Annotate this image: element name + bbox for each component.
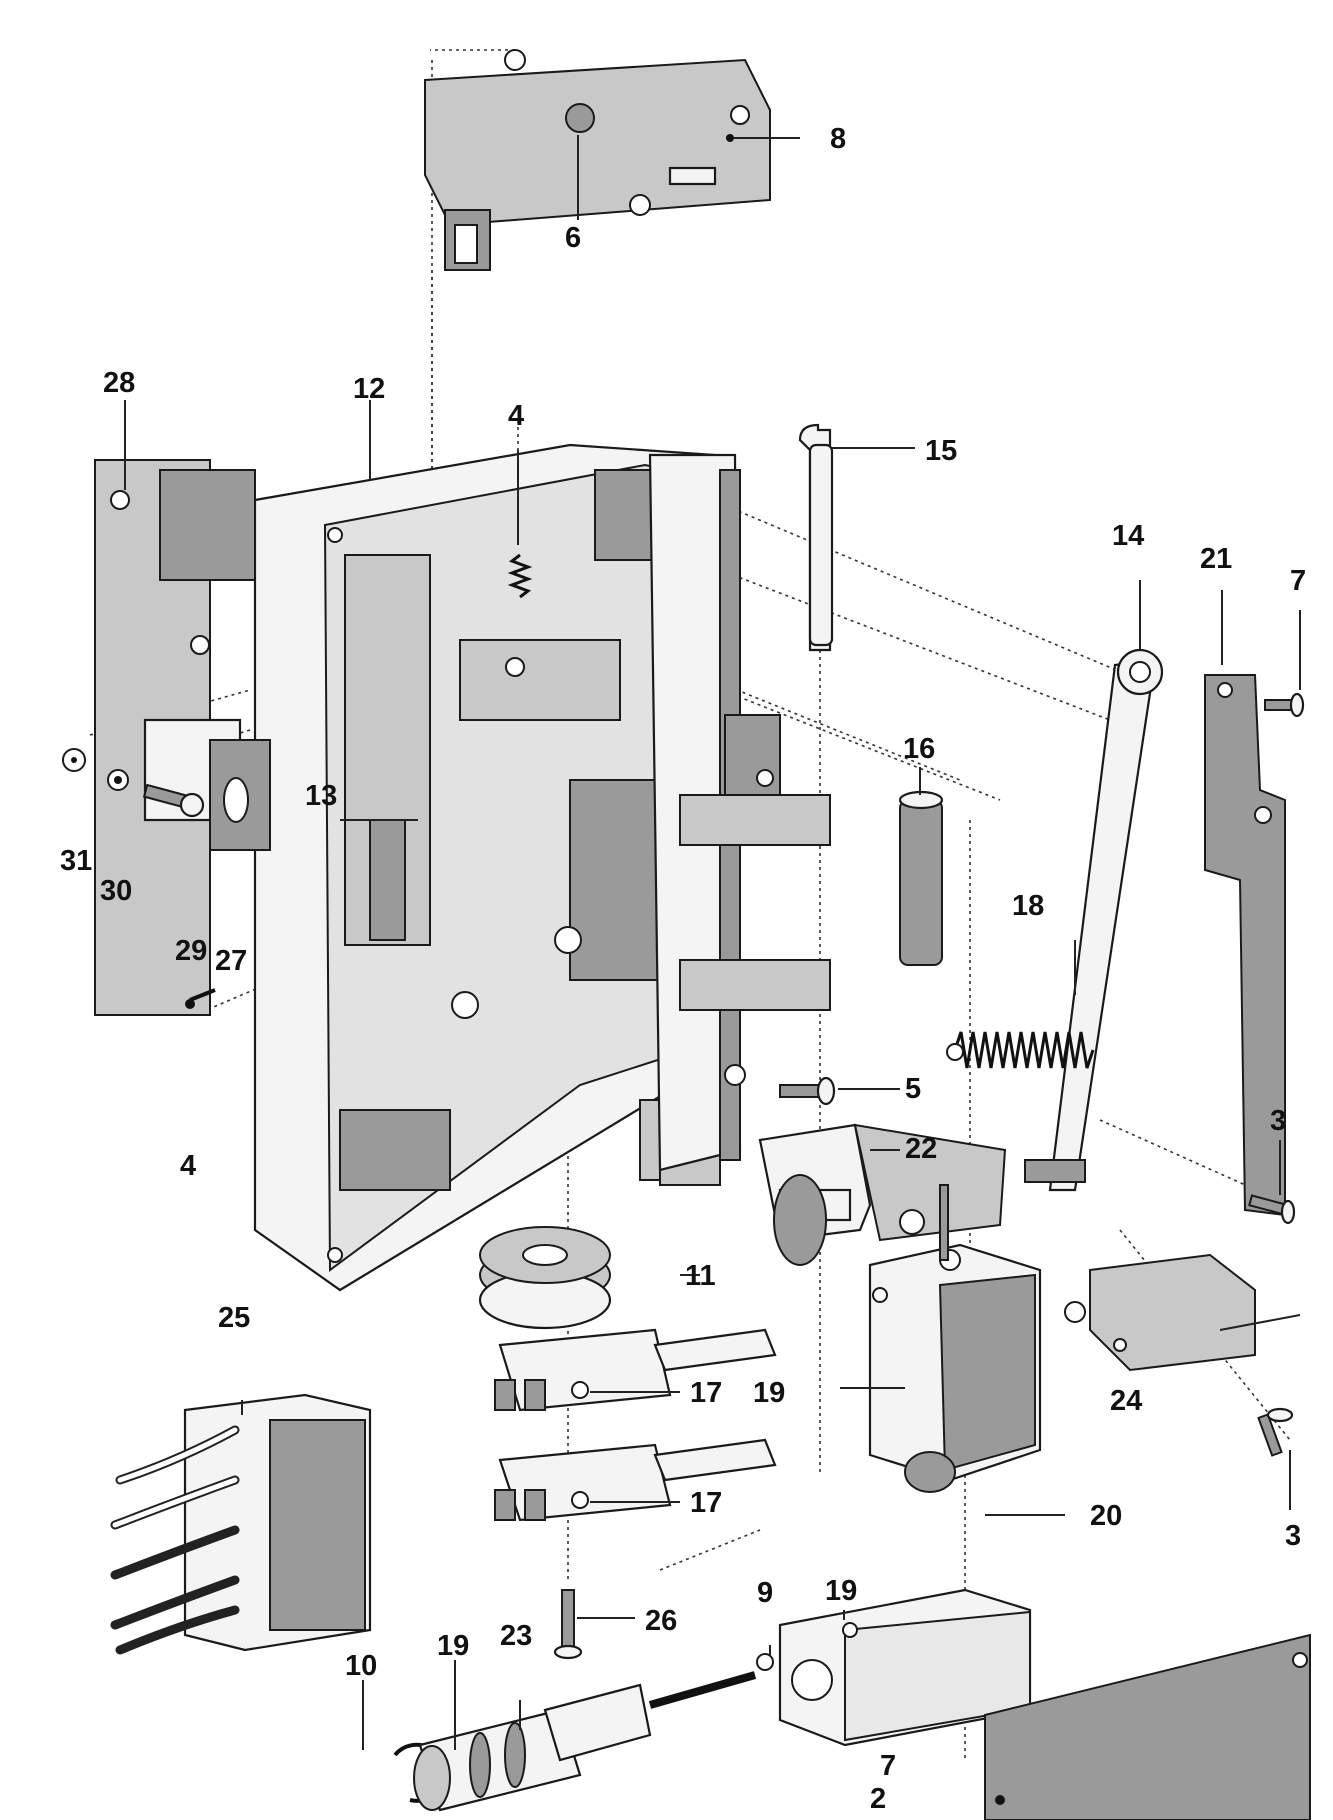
callout-3-lower: 3 (1285, 1520, 1301, 1552)
callout-22: 22 (905, 1133, 937, 1165)
part-7-screw (1264, 692, 1305, 718)
callout-2: 2 (870, 1783, 886, 1815)
part-17-switch-lower (494, 1438, 777, 1522)
part-29-screw (142, 783, 205, 818)
callout-23: 23 (500, 1620, 532, 1652)
part-3-screw-upper (1248, 1194, 1296, 1225)
part-19-solenoid (868, 1184, 1042, 1493)
part-19-plunger (413, 1708, 582, 1812)
callout-leader-lines (124, 135, 1301, 1750)
callout-14: 14 (1112, 520, 1144, 552)
part-2-plate (984, 1633, 1311, 1820)
part-3-screw-lower (1257, 1407, 1294, 1457)
callout-20: 20 (1090, 1500, 1122, 1532)
callout-25: 25 (218, 1302, 250, 1334)
callout-7-top: 7 (1290, 565, 1306, 597)
part-24-switch (1064, 1253, 1301, 1372)
callout-28: 28 (103, 367, 135, 399)
part-17-switch-upper (494, 1328, 777, 1412)
part-18-spring (946, 1031, 1095, 1069)
callout-19-solenoid: 19 (753, 1377, 785, 1409)
callout-7-bottom: 7 (880, 1750, 896, 1782)
part-22-bracket (758, 1123, 1007, 1266)
callout-labels: 8 6 28 12 4 15 14 21 7 13 16 31 30 29 27… (60, 123, 1306, 1815)
part-14-lever (1024, 648, 1164, 1192)
callout-8: 8 (830, 123, 846, 155)
part-27-screw (185, 988, 216, 1009)
part-5-screw (779, 1076, 836, 1106)
callout-15: 15 (925, 435, 957, 467)
callout-27: 27 (215, 945, 247, 977)
callout-13: 13 (305, 780, 337, 812)
callout-31: 31 (60, 845, 92, 877)
housing-right-frame (648, 453, 831, 1172)
part-9-washer (756, 1653, 774, 1671)
callout-30: 30 (100, 875, 132, 907)
part-26-screw (553, 1589, 583, 1660)
callout-4-left: 4 (180, 1150, 196, 1182)
part-11-pulley (478, 1226, 612, 1330)
callout-5: 5 (905, 1073, 921, 1105)
callout-21: 21 (1200, 543, 1232, 575)
callout-4-top: 4 (508, 400, 524, 432)
callout-16: 16 (903, 733, 935, 765)
part-16-sleeve (898, 790, 944, 966)
callout-10: 10 (345, 1650, 377, 1682)
callout-3-upper: 3 (1270, 1105, 1286, 1137)
callout-17-lower: 17 (690, 1487, 722, 1519)
callout-19-frame: 19 (825, 1575, 857, 1607)
part-28-left-plate (94, 459, 271, 1016)
part-23-plunger-shaft (543, 1671, 757, 1762)
callout-9: 9 (757, 1577, 773, 1609)
callout-26: 26 (645, 1605, 677, 1637)
callout-17-upper: 17 (690, 1377, 722, 1409)
callout-29: 29 (175, 935, 207, 967)
part-15-rod (798, 423, 915, 652)
part-31-washer (62, 748, 86, 772)
part-12-main-housing (253, 443, 722, 1292)
callout-12: 12 (353, 373, 385, 405)
part-30-washer (107, 769, 129, 791)
callout-18: 18 (1012, 890, 1044, 922)
callout-11: 11 (685, 1260, 716, 1292)
callout-19-plunger: 19 (437, 1630, 469, 1662)
part-8-micro-switch (424, 49, 800, 271)
part-25-connector (110, 1393, 372, 1655)
callout-6: 6 (565, 222, 581, 254)
callout-24: 24 (1110, 1385, 1142, 1417)
part-4-spring (507, 450, 533, 599)
